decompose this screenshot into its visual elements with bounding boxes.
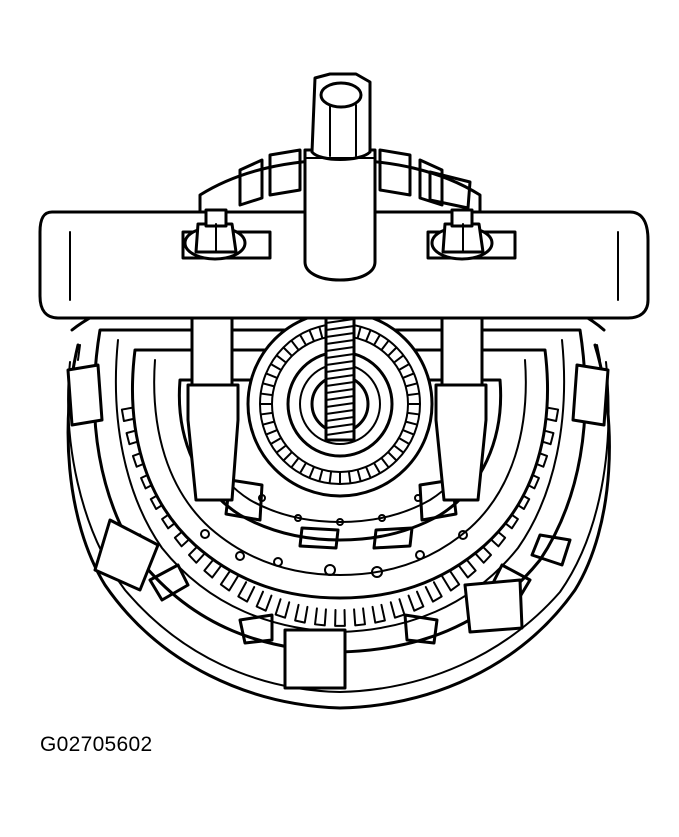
bearing-roller (405, 382, 418, 388)
bearing-roller (318, 469, 324, 482)
bearing-roller (283, 451, 293, 461)
bearing-roller (328, 471, 332, 484)
bearing-roller (270, 437, 282, 445)
bearing-roller (276, 354, 287, 363)
bearing-roller (260, 412, 273, 416)
bearing-roller (260, 392, 273, 396)
spline-tooth (424, 581, 443, 603)
bearing-roller (308, 466, 315, 478)
spline-tooth (219, 569, 239, 592)
screw-thread (325, 367, 355, 373)
screw-thread (325, 416, 355, 422)
spline-tooth (441, 569, 461, 592)
spline-tooth (203, 556, 224, 579)
bearing-roller (402, 429, 414, 436)
screw-thread (325, 388, 355, 394)
screw-thread (325, 409, 355, 415)
bearing-roller (387, 451, 397, 461)
bearing-roller (407, 412, 420, 416)
bearing-roller (387, 347, 397, 357)
bearing-roller (365, 330, 372, 342)
center-shaft-hex (303, 72, 377, 282)
bearing-roller (262, 382, 275, 388)
bearing-roller (356, 469, 362, 482)
puller-nuts (181, 208, 517, 261)
screw-thread (325, 325, 355, 331)
screw-thread (325, 353, 355, 359)
screw-thread (325, 346, 355, 352)
bearing-roller (393, 445, 404, 454)
screw-thread (325, 318, 355, 324)
bearing-roller (381, 340, 390, 351)
screw-thread (325, 381, 355, 387)
bearing-roller (356, 326, 362, 339)
screw-thread (325, 374, 355, 380)
bearing-roller (393, 354, 404, 363)
spline-tooth (120, 405, 142, 423)
spline-tooth (389, 598, 406, 619)
spline-tooth (334, 608, 346, 627)
screw-thread (325, 423, 355, 429)
spline-tooth (456, 556, 477, 579)
bearing-roller (266, 429, 278, 436)
bearing-roller (290, 340, 299, 351)
bearing-roller (299, 334, 307, 346)
spline-tooth (371, 603, 386, 624)
puller-legs (186, 310, 488, 502)
bearing-roller (407, 392, 420, 396)
spline-tooth (538, 405, 560, 423)
bearing-roller (283, 347, 293, 357)
bearing-roller (373, 334, 381, 346)
bearing-roller (308, 330, 315, 342)
spline-tooth (237, 581, 256, 603)
bearing-roller (398, 363, 410, 371)
bearing-roller (398, 437, 410, 445)
screw-thread (325, 339, 355, 345)
bearing-roller (299, 462, 307, 474)
bearing-roller (318, 326, 324, 339)
spline-tooth (407, 590, 425, 612)
screw-thread (325, 360, 355, 366)
screw-thread (325, 395, 355, 401)
screw-thread (325, 332, 355, 338)
bearing-roller (373, 462, 381, 474)
bearing-roller (365, 466, 372, 478)
bearing-roller (290, 457, 299, 468)
bearing-roller (276, 445, 287, 454)
bearing-roller (266, 372, 278, 379)
spline-tooth (353, 607, 366, 627)
forcing-screw (324, 298, 356, 442)
spline-tooth (187, 542, 209, 564)
screw-thread (325, 402, 355, 408)
spline-tooth (471, 542, 493, 564)
spline-tooth (274, 598, 291, 619)
bearing-roller (262, 420, 275, 426)
figure-id-label: G02705602 (40, 733, 153, 756)
drum-lugs (66, 363, 610, 690)
spline-tooth (294, 603, 309, 624)
spline-tooth (255, 590, 273, 612)
bearing-roller (270, 363, 282, 371)
bearing-roller (381, 457, 390, 468)
bearing-roller (402, 372, 414, 379)
screw-thread (325, 430, 355, 436)
bearing-roller (348, 471, 352, 484)
spline-tooth (314, 607, 327, 627)
bearing-roller (405, 420, 418, 426)
